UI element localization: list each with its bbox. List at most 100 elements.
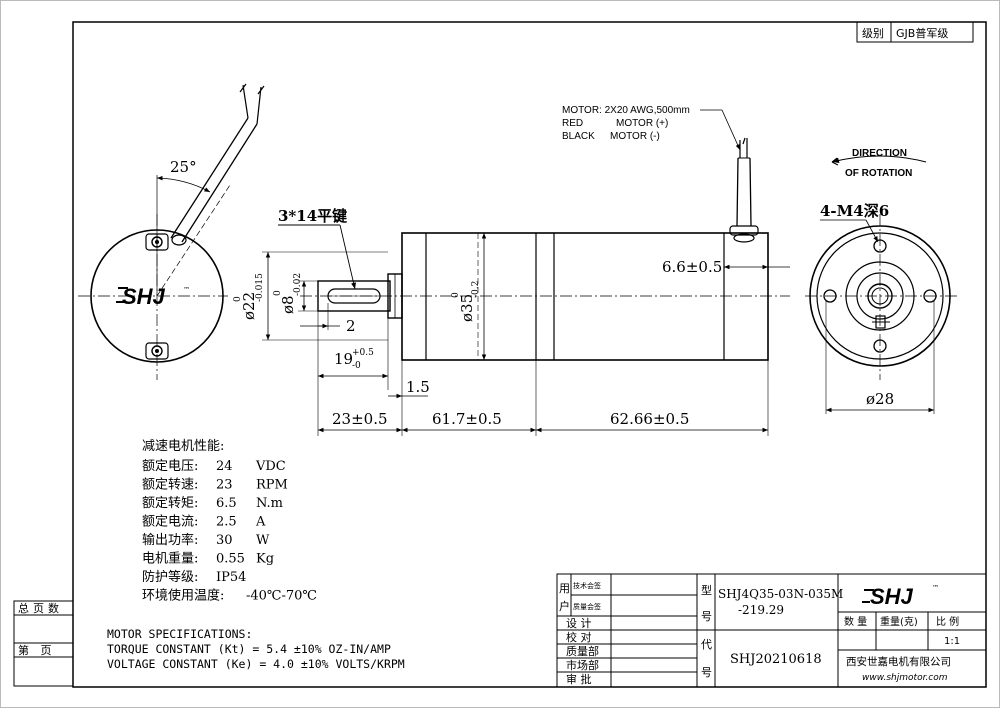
svg-text:ø35: ø35	[458, 294, 476, 322]
dim-dia28: ø28	[825, 300, 935, 414]
svg-text:SHJ: SHJ	[122, 284, 166, 309]
perf-unit: VDC	[255, 459, 286, 474]
perf-label: 输出功率:	[142, 532, 198, 548]
svg-text:ø28: ø28	[866, 390, 894, 408]
svg-text:MOTOR (-): MOTOR (-)	[610, 131, 660, 142]
perf-value: 6.5	[216, 496, 237, 511]
user-label-1: 用	[559, 582, 570, 595]
svg-text:19: 19	[334, 350, 353, 368]
front-view	[317, 137, 769, 361]
model-label-1: 型	[701, 583, 712, 597]
terminal-top	[145, 233, 169, 251]
dim-62-66: 62.66±0.5	[610, 410, 689, 428]
title-block	[556, 573, 987, 688]
svg-text:-0.2: -0.2	[471, 281, 481, 298]
perf-unit: W	[256, 533, 270, 548]
tech-sign: 技术会签	[573, 581, 601, 590]
specs-title: MOTOR SPECIFICATIONS:	[107, 627, 252, 641]
title-block-text: 用 户 技术会签 质量会签 设 计 校 对 质量部 市场部 审 批 型 号 SH…	[559, 581, 960, 686]
dim-bottom-chain: 23±0.5 61.7±0.5 62.66±0.5	[317, 360, 769, 436]
company-name: 西安世嘉电机有限公司	[846, 655, 951, 668]
motor-wire-note: MOTOR: 2X20 AWG,500mm RED MOTOR (+) BLAC…	[562, 105, 741, 151]
dim-61-7: 61.7±0.5	[432, 410, 502, 428]
svg-text:0: 0	[233, 296, 243, 302]
svg-text:BLACK: BLACK	[562, 131, 595, 142]
svg-text:+0.5: +0.5	[352, 348, 374, 358]
grade-value: GJB普军级	[896, 26, 948, 40]
model-line2: -219.29	[738, 603, 784, 617]
model-line1: SHJ4Q35-03N-035M	[718, 587, 843, 601]
rotation-note: DIRECTION OF ROTATION	[831, 148, 927, 179]
svg-text:2: 2	[346, 317, 356, 335]
dim-6-6: 6.6±0.5	[662, 258, 790, 276]
motor-specs: MOTOR SPECIFICATIONS: TORQUE CONSTANT (K…	[107, 627, 405, 671]
scale-label: 比 例	[936, 615, 959, 628]
perf-label: 防护等级:	[142, 569, 198, 585]
terminal-bottom	[145, 342, 169, 360]
side-view: 25° SHJ ™	[90, 83, 265, 363]
svg-text:号: 号	[701, 666, 712, 679]
key-label: 3*14平键	[278, 207, 347, 225]
left-page-strip: 总页数 第 页	[13, 600, 74, 687]
svg-text:-0.015: -0.015	[255, 273, 265, 302]
perf-value: -40℃-70℃	[246, 589, 317, 604]
quality-sign: 质量会签	[573, 602, 601, 611]
scale-value: 1:1	[944, 636, 960, 647]
dim-dia8: ø8 0 -0.02	[273, 273, 318, 314]
svg-text:SHJ: SHJ	[870, 584, 914, 609]
perf-unit: N.m	[256, 496, 283, 511]
approve-label: 审 批	[566, 672, 592, 686]
perf-label: 额定电流:	[142, 515, 198, 530]
grade-label: 级别	[862, 27, 884, 40]
perf-unit: A	[255, 515, 266, 530]
perf-value: 2.5	[216, 515, 237, 530]
svg-text:DIRECTION: DIRECTION	[852, 148, 907, 159]
perf-label: 环境使用温度:	[142, 588, 224, 604]
svg-text:-0.02: -0.02	[293, 273, 303, 296]
svg-text:RED: RED	[562, 118, 583, 129]
total-pages-label: 总页数	[18, 601, 63, 615]
check-label: 校 对	[566, 630, 592, 644]
dim-2: 2	[300, 303, 356, 335]
end-view-holes-callout: 4-M4深6	[820, 202, 889, 243]
perf-unit: RPM	[256, 478, 288, 493]
user-label-2: 户	[559, 599, 570, 613]
perf-value: 30	[216, 533, 233, 548]
grade-block: 级别 GJB普军级	[856, 21, 974, 43]
dim-dia22: ø22 0 -0.015	[233, 251, 388, 341]
design-label: 设 计	[566, 617, 592, 630]
shj-logo-title: SHJ ™	[862, 584, 939, 609]
svg-text:号: 号	[701, 610, 712, 623]
svg-text:™: ™	[183, 286, 190, 294]
perf-value: IP54	[216, 570, 246, 585]
svg-text:OF ROTATION: OF ROTATION	[845, 168, 912, 179]
perf-label: 额定电压:	[142, 459, 198, 474]
perf-label: 额定转矩:	[142, 496, 198, 511]
code-label-1: 代	[701, 638, 712, 651]
end-view	[809, 225, 951, 367]
perf-label: 电机重量:	[142, 551, 198, 567]
svg-text:1.5: 1.5	[406, 378, 430, 396]
svg-text:4-M4深6: 4-M4深6	[820, 202, 889, 220]
svg-text:ø8: ø8	[279, 295, 297, 314]
perf-unit: Kg	[256, 552, 274, 567]
angle-label: 25°	[170, 158, 197, 176]
svg-text:0: 0	[451, 292, 461, 298]
page-label: 第 页	[18, 643, 56, 657]
svg-text:ø22: ø22	[240, 292, 258, 320]
dim-1-5: 1.5	[388, 360, 430, 400]
center-lines	[78, 214, 960, 380]
dim-dia35: ø35 0 -0.2	[451, 233, 487, 360]
svg-text:™: ™	[932, 584, 939, 592]
code-value: SHJ20210618	[730, 652, 822, 667]
quality-label: 质量部	[566, 644, 599, 658]
dim-19: 19 +0.5 -0	[317, 311, 389, 390]
perf-title: 减速电机性能:	[142, 439, 224, 454]
market-label: 市场部	[566, 658, 599, 672]
perf-label: 额定转速:	[142, 478, 198, 493]
perf-value: 0.55	[216, 552, 245, 567]
svg-text:0: 0	[273, 290, 283, 296]
key-callout: 3*14平键	[278, 207, 357, 290]
